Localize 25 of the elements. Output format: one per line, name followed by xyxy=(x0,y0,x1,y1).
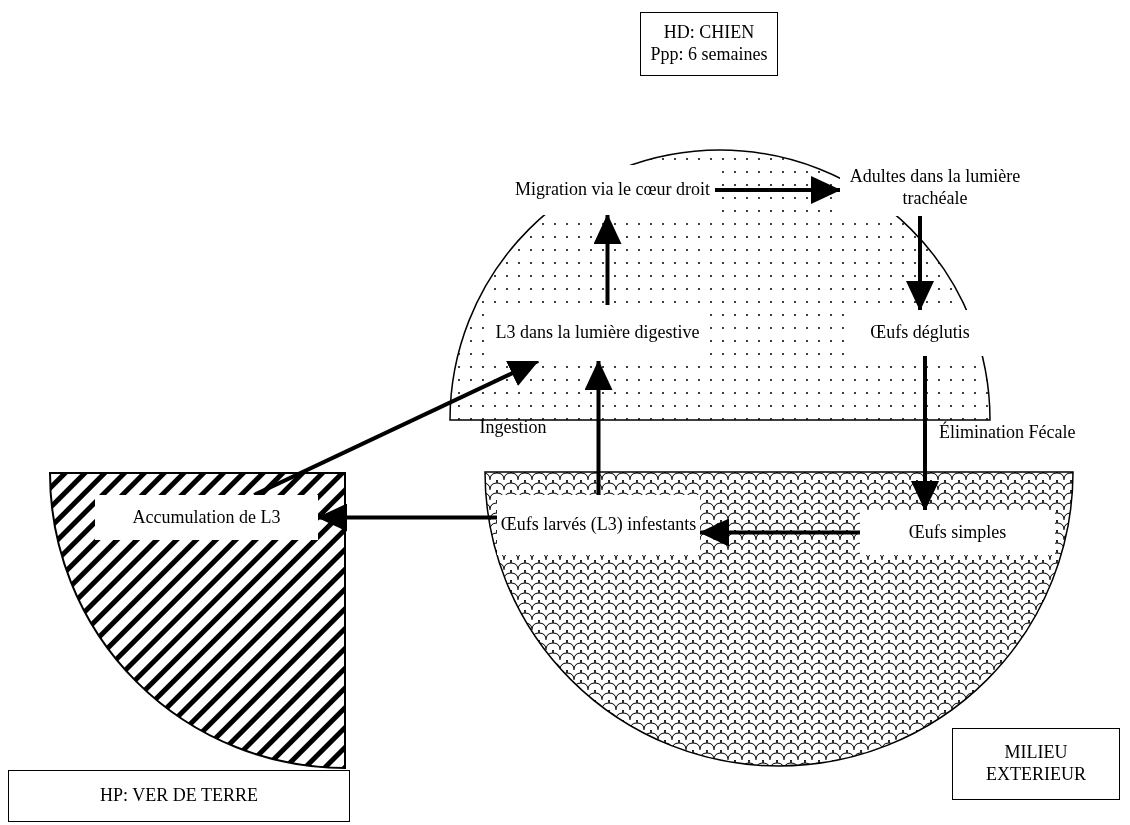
stage-card xyxy=(95,495,318,540)
host-box xyxy=(640,12,778,76)
stage-text: L3 dans la lumière digestive xyxy=(495,322,700,344)
host-box xyxy=(952,728,1120,800)
host-text: HD: CHIEN xyxy=(663,22,755,44)
arrow xyxy=(911,356,939,511)
stage-text: Adultes dans la lumière trachéale xyxy=(848,166,1022,210)
arrow xyxy=(253,359,540,497)
stage-text: Accumulation de L3 xyxy=(132,506,281,529)
stage-text: Œufs larvés (L3) infestants xyxy=(500,514,697,536)
arrow xyxy=(699,518,860,547)
arrow xyxy=(715,176,841,204)
host-box xyxy=(8,770,350,822)
host-text: Ppp: 6 semaines xyxy=(650,44,768,66)
stage-text: Migration via le cœur droit xyxy=(515,179,710,201)
arrow xyxy=(906,216,934,311)
host-text: MILIEU EXTERIEUR xyxy=(985,742,1087,786)
edge-label: Élimination Fécale xyxy=(939,422,1076,444)
arrow xyxy=(593,214,622,305)
edge-label: Ingestion xyxy=(479,417,547,439)
arrow xyxy=(317,503,497,532)
stage-text: Œufs simples xyxy=(908,521,1007,544)
host-text: HP: VER DE TERRE xyxy=(100,785,258,807)
stage-card xyxy=(497,495,700,555)
stage-text: Œufs déglutis xyxy=(870,322,970,344)
